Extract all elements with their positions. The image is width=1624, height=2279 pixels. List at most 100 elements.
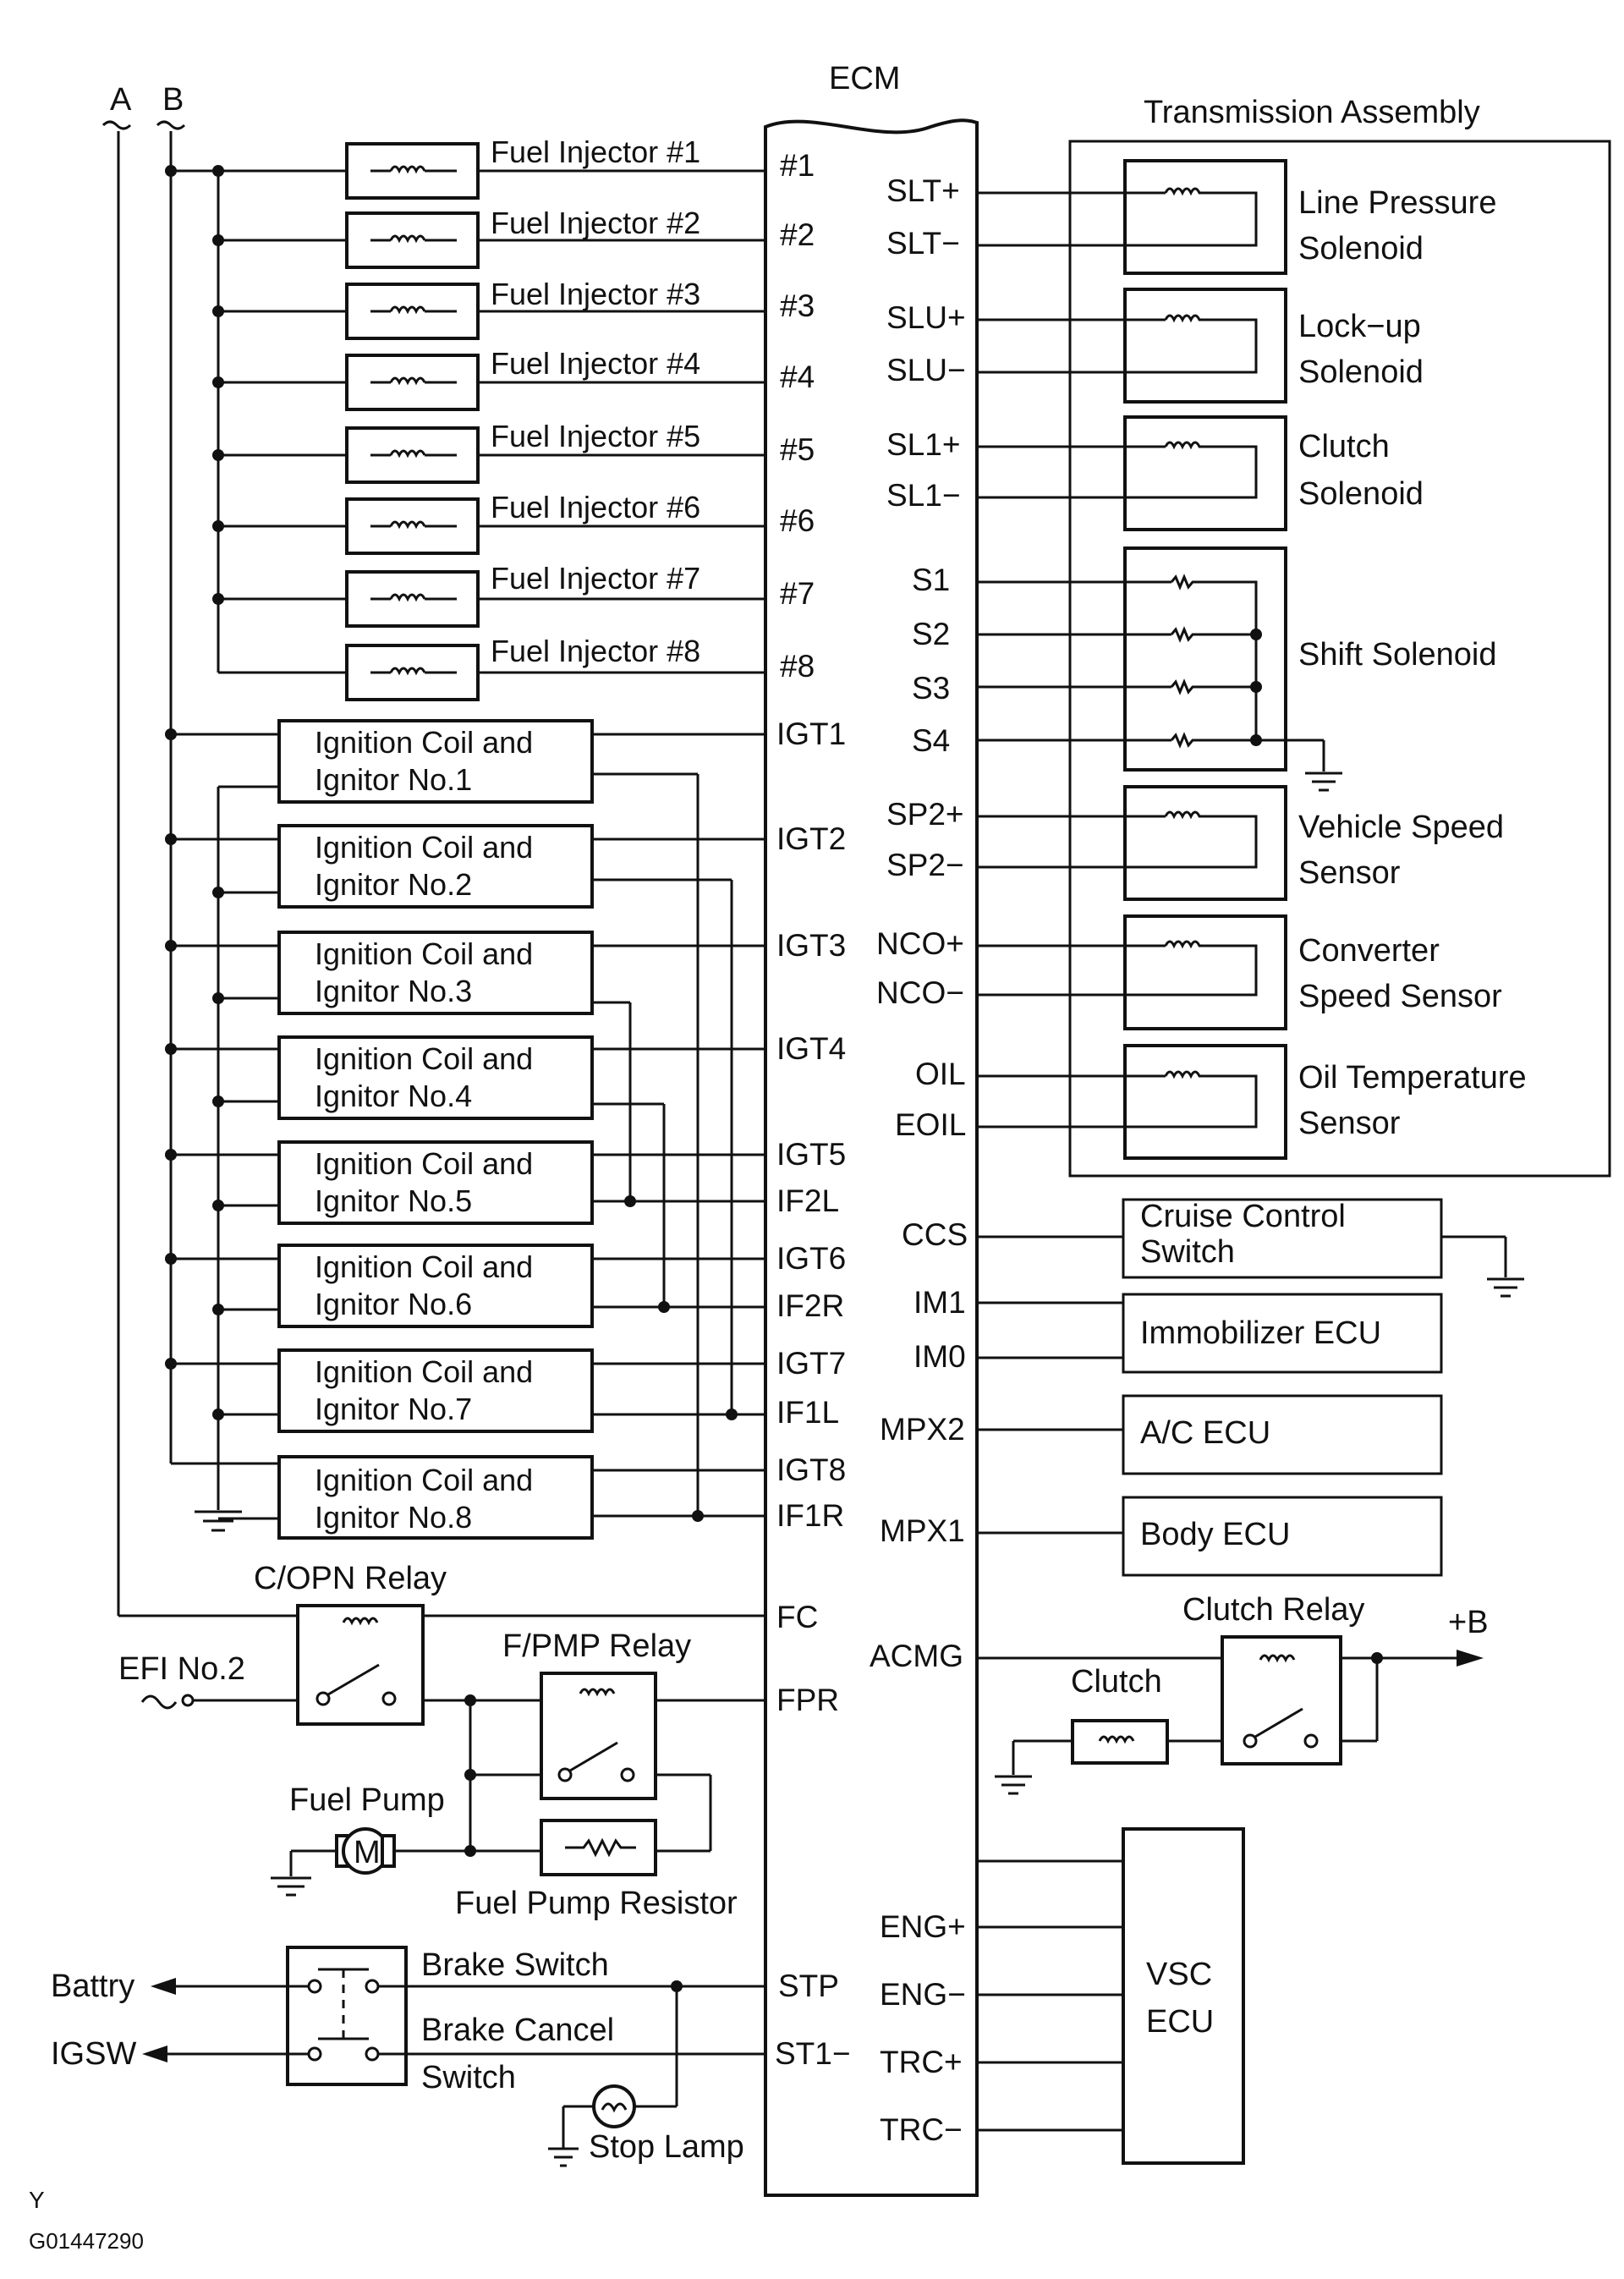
converter-speed-sensor: NCO+ NCO− Converter Speed Sensor <box>876 914 1502 1030</box>
injector-8-pin: #8 <box>780 649 815 684</box>
ccs-pin: CCS <box>902 1217 968 1252</box>
pin-if1l: IF1L <box>776 1395 839 1430</box>
cruise-label-1: Cruise Control <box>1140 1199 1346 1234</box>
coil-7-pin: IGT7 <box>776 1346 846 1381</box>
injector-5: Fuel Injector #5 #5 <box>212 419 815 484</box>
injector-2: Fuel Injector #2 #2 <box>212 206 815 269</box>
body-ecu: MPX1 Body ECU <box>880 1496 1443 1577</box>
coil-3: Ignition Coil and Ignitor No.3 IGT3 <box>165 928 846 1015</box>
oil-pin: OIL <box>915 1057 966 1091</box>
coil-5-pin: IGT5 <box>776 1137 846 1172</box>
pin-if1r: IF1R <box>776 1498 844 1533</box>
coil-4: Ignition Coil and Ignitor No.4 IGT4 <box>165 1031 846 1120</box>
trc-minus-pin: TRC− <box>880 2112 963 2147</box>
line-pressure-label-2: Solenoid <box>1298 231 1424 266</box>
oil-temperature-sensor: OIL EOIL Oil Temperature Sensor <box>895 1044 1527 1160</box>
clutch-coil: Clutch <box>995 1664 1222 1795</box>
coil-1-line2: Ignitor No.1 <box>315 762 472 797</box>
injector-7-label: Fuel Injector #7 <box>491 561 700 596</box>
coil-4-line1: Ignition Coil and <box>315 1041 533 1076</box>
trc-plus-pin: TRC+ <box>880 2045 963 2079</box>
pin-st1: ST1− <box>775 2036 850 2071</box>
coil-ground <box>195 1510 242 1532</box>
coil-8-line1: Ignition Coil and <box>315 1463 533 1497</box>
vehicle-speed-label-1: Vehicle Speed <box>1298 810 1504 845</box>
immobilizer-label: Immobilizer ECU <box>1140 1315 1381 1351</box>
pin-stp: STP <box>778 1969 839 2003</box>
copn-relay-label: C/OPN Relay <box>254 1561 447 1596</box>
s4-pin: S4 <box>912 723 950 758</box>
fuel-pump-resistor: Fuel Pump Resistor <box>455 1819 738 1921</box>
coil-3-pin: IGT3 <box>776 928 846 963</box>
injector-8: Fuel Injector #8 #8 <box>218 634 815 701</box>
eoil-pin: EOIL <box>895 1107 966 1142</box>
injector-3: Fuel Injector #3 #3 <box>212 277 815 340</box>
coil-2-pin: IGT2 <box>776 821 846 856</box>
eng-plus-pin: ENG+ <box>880 1909 966 1944</box>
injector-3-pin: #3 <box>780 288 815 323</box>
coil-8-line2: Ignitor No.8 <box>315 1500 472 1535</box>
brake-cancel-label-1: Brake Cancel <box>421 2013 614 2048</box>
clutch-solenoid-label-2: Solenoid <box>1298 476 1424 512</box>
footer-code-2: G01447290 <box>29 2228 144 2254</box>
acmg-pin: ACMG <box>870 1639 963 1673</box>
clutch-relay: ACMG Clutch Relay +B <box>870 1592 1489 1766</box>
s1-pin: S1 <box>912 563 950 597</box>
vsc-label-2: ECU <box>1146 2004 1214 2040</box>
ac-ecu-label: A/C ECU <box>1140 1415 1270 1451</box>
vehicle-speed-label-2: Sensor <box>1298 855 1401 891</box>
oil-temp-label-1: Oil Temperature <box>1298 1060 1527 1096</box>
motor-label: M <box>354 1835 381 1870</box>
rail-a: A <box>102 82 765 1617</box>
injector-3-label: Fuel Injector #3 <box>491 277 700 311</box>
sp2-minus-pin: SP2− <box>886 848 964 882</box>
clutch-label: Clutch <box>1071 1664 1162 1700</box>
transmission-title: Transmission Assembly <box>1144 95 1480 130</box>
injector-8-label: Fuel Injector #8 <box>491 634 700 668</box>
coil-3-line1: Ignition Coil and <box>315 936 533 971</box>
mpx1-pin: MPX1 <box>880 1513 965 1548</box>
copn-relay: C/OPN Relay <box>254 1561 447 1726</box>
injector-5-pin: #5 <box>780 432 815 467</box>
slt-plus-pin: SLT+ <box>886 173 960 208</box>
battry-label: Battry <box>51 1969 134 2004</box>
clutch-relay-label: Clutch Relay <box>1182 1592 1364 1628</box>
slt-minus-pin: SLT− <box>886 226 960 261</box>
line-pressure-label-1: Line Pressure <box>1298 185 1496 221</box>
ecm-body <box>764 118 979 2197</box>
ecm-title: ECM <box>829 61 900 96</box>
vsc-label-1: VSC <box>1146 1957 1212 1992</box>
pin-fpr: FPR <box>776 1683 839 1717</box>
igsw-label: IGSW <box>51 2036 136 2072</box>
injector-1-label: Fuel Injector #1 <box>491 135 700 169</box>
coil-6-pin: IGT6 <box>776 1241 846 1276</box>
sl1-plus-pin: SL1+ <box>886 427 960 462</box>
injector-6-label: Fuel Injector #6 <box>491 490 700 524</box>
coil-2: Ignition Coil and Ignitor No.2 IGT2 <box>165 821 846 909</box>
injector-5-label: Fuel Injector #5 <box>491 419 700 453</box>
injector-4: Fuel Injector #4 #4 <box>212 346 815 411</box>
injector-7: Fuel Injector #7 #7 <box>212 561 815 628</box>
footer-code-1: Y <box>29 2187 45 2213</box>
coil-6-line2: Ignitor No.6 <box>315 1287 472 1321</box>
coil-7-line2: Ignitor No.7 <box>315 1392 472 1426</box>
coil-2-line2: Ignitor No.2 <box>315 867 472 902</box>
injector-1-pin: #1 <box>780 148 815 183</box>
vehicle-speed-sensor: SP2+ SP2− Vehicle Speed Sensor <box>886 785 1504 901</box>
coil-3-line2: Ignitor No.3 <box>315 974 472 1008</box>
cruise-control-switch: CCS Cruise Control Switch <box>902 1198 1524 1298</box>
injector-4-pin: #4 <box>780 360 815 394</box>
injector-2-pin: #2 <box>780 217 815 252</box>
coil-7-line1: Ignition Coil and <box>315 1354 533 1389</box>
injector-2-label: Fuel Injector #2 <box>491 206 700 240</box>
stop-lamp: Stop Lamp <box>548 1986 744 2167</box>
im0-pin: IM0 <box>914 1339 966 1374</box>
shift-solenoid: S1 S2 S3 S4 Shift Solenoid <box>912 546 1497 792</box>
injector-1: Fuel Injector #1 #1 <box>212 135 815 200</box>
mpx2-pin: MPX2 <box>880 1412 965 1447</box>
clutch-solenoid-label-1: Clutch <box>1298 429 1390 464</box>
fpmp-relay: F/PMP Relay <box>502 1628 691 1800</box>
stop-lamp-icon <box>592 2084 636 2128</box>
coil-1: Ignition Coil and Ignitor No.1 IGT1 <box>165 717 846 804</box>
